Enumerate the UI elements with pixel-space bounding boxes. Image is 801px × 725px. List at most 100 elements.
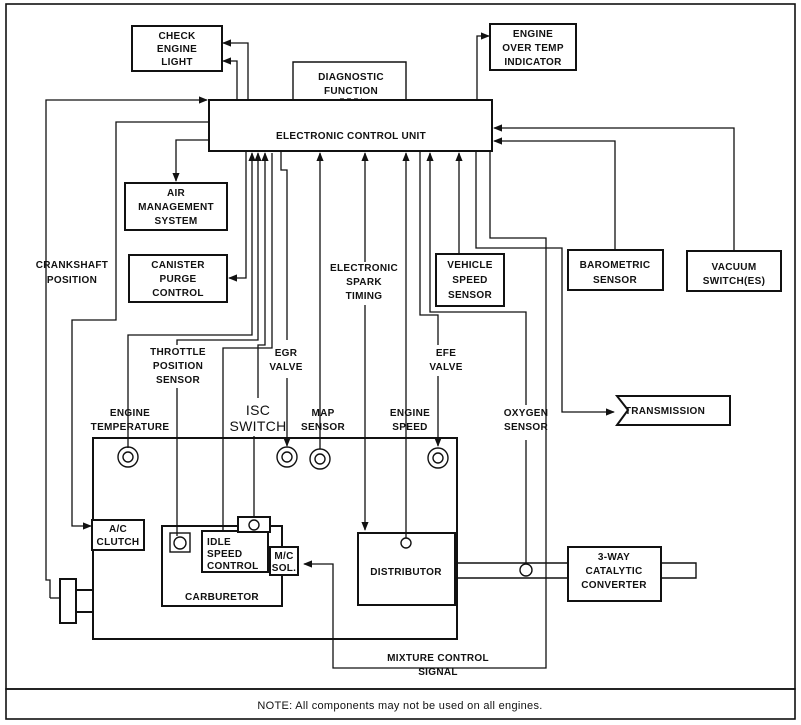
idle-speed-label-2: SPEED	[207, 549, 242, 560]
spark-label-1: ELECTRONIC	[330, 263, 398, 274]
vacuum-switch-box	[686, 250, 782, 292]
throttle-sensor-port	[169, 532, 191, 553]
air-mgmt-label-1: AIR	[167, 188, 186, 199]
check-engine-label-1: CHECK	[158, 31, 196, 42]
vacuum-label-1: VACUUM	[712, 262, 757, 273]
crank-pulley-hub	[75, 589, 94, 613]
air-mgmt-label-2: MANAGEMENT	[138, 202, 214, 213]
canister-label-3: CONTROL	[152, 288, 204, 299]
diagnostic-label-1: DIAGNOSTIC	[318, 72, 384, 83]
transmission-label: TRANSMISSION	[625, 406, 705, 417]
map-label-2: SENSOR	[301, 422, 346, 433]
wire-isc-switch	[253, 153, 265, 517]
carburetor-label: CARBURETOR	[185, 592, 259, 603]
footnote: NOTE: All components may not be used on …	[257, 700, 542, 712]
canister-label-1: CANISTER	[151, 260, 205, 271]
idle-speed-control-box	[201, 530, 269, 573]
vehicle-speed-sensor-box	[435, 253, 505, 307]
catalytic-converter-box	[567, 546, 662, 602]
wire-efe-valve	[419, 151, 438, 446]
engine-temp-label-2: TEMPERATURE	[91, 422, 170, 433]
wire-ecu-canister	[228, 151, 247, 282]
barometric-label-1: BAROMETRIC	[580, 260, 651, 271]
barometric-label-2: SENSOR	[593, 275, 638, 286]
canister-purge-box	[128, 254, 228, 303]
engine-speed-label-1: ENGINE	[390, 408, 430, 419]
vehicle-speed-label-1: VEHICLE	[447, 260, 492, 271]
check-engine-light-box	[131, 25, 223, 72]
air-management-box	[124, 182, 228, 231]
distributor-label: DISTRIBUTOR	[370, 567, 442, 578]
mc-sol-label-2: SOL.	[272, 563, 297, 574]
engine-temp-label-1: ENGINE	[110, 408, 150, 419]
over-temp-label-3: INDICATOR	[504, 57, 562, 68]
mc-solenoid-box	[269, 546, 299, 576]
barometric-sensor-box	[567, 249, 664, 291]
ac-clutch-label-1: A/C	[109, 524, 127, 535]
map-label-1: MAP	[311, 408, 334, 419]
wire-ecu-check-engine-1	[222, 39, 249, 100]
oxygen-label-1: OXYGEN	[504, 408, 549, 419]
ac-clutch-label-2: CLUTCH	[97, 537, 140, 548]
ecu-label: ELECTRONIC CONTROL UNIT	[276, 131, 426, 142]
throttle-sensor-dot	[173, 536, 187, 550]
efe-port-inner	[432, 452, 444, 464]
spark-label-3: TIMING	[346, 291, 383, 302]
wire-ecu-ac-clutch	[71, 121, 209, 530]
wire-barometric	[493, 137, 616, 250]
egr-label-1: EGR	[275, 348, 298, 359]
wire-ecu-check-engine-2	[222, 57, 238, 100]
diagnostic-label-2: FUNCTION	[324, 86, 378, 97]
mixture-label-1: MIXTURE CONTROL	[387, 653, 489, 664]
egr-label-2: VALVE	[269, 362, 302, 373]
idle-speed-label-3: CONTROL	[207, 561, 259, 572]
mc-sol-label-1: M/C	[274, 551, 293, 562]
exhaust-pipe	[455, 562, 568, 579]
isc-label-2: SWITCH	[229, 418, 286, 434]
map-port-inner	[314, 453, 326, 465]
check-engine-label-3: LIGHT	[161, 57, 193, 68]
catalytic-label-3: CONVERTER	[581, 580, 647, 591]
spark-label-2: SPARK	[346, 277, 382, 288]
vehicle-speed-label-3: SENSOR	[448, 290, 493, 301]
air-mgmt-label-3: SYSTEM	[155, 216, 198, 227]
check-engine-label-2: ENGINE	[157, 44, 197, 55]
wire-mixture-control	[303, 151, 547, 669]
crank-pulley-flange	[59, 578, 77, 624]
crankshaft-label-2: POSITION	[47, 275, 97, 286]
throttle-label-3: SENSOR	[156, 375, 201, 386]
diagnostic-function-outline	[292, 61, 407, 100]
wire-transmission	[475, 151, 615, 416]
note-frame	[5, 688, 796, 720]
wire-ecu-over-temp	[476, 32, 490, 100]
wire-throttle-position	[176, 153, 258, 536]
over-temp-label-2: OVER TEMP	[502, 43, 564, 54]
tailpipe	[661, 562, 697, 579]
throttle-label-1: THROTTLE	[150, 347, 206, 358]
wire-crankshaft-position	[45, 96, 208, 598]
catalytic-label-1: 3-WAY	[598, 552, 630, 563]
efe-label-1: EFE	[436, 348, 456, 359]
isc-switch-dot	[248, 519, 260, 531]
efe-label-2: VALVE	[429, 362, 462, 373]
canister-label-2: PURGE	[159, 274, 196, 285]
vehicle-speed-label-2: SPEED	[452, 275, 487, 286]
crankshaft-label-1: CRANKSHAFT	[36, 260, 108, 271]
engine-speed-label-2: SPEED	[392, 422, 427, 433]
isc-label-1: ISC	[246, 402, 270, 418]
wire-engine-temp	[127, 152, 256, 448]
over-temp-label-1: ENGINE	[513, 29, 553, 40]
oxygen-sensor-port	[519, 563, 533, 577]
ac-clutch-box	[91, 519, 145, 551]
vacuum-label-2: SWITCH(ES)	[703, 276, 765, 287]
idle-speed-label-1: IDLE	[207, 537, 231, 548]
transmission-shape	[614, 395, 731, 426]
ecu-box	[208, 99, 493, 152]
wire-idle-speed-control	[222, 153, 273, 531]
egr-port-inner	[281, 451, 293, 463]
wire-egr-valve	[281, 151, 287, 446]
catalytic-label-2: CATALYTIC	[586, 566, 643, 577]
mixture-label-2: SIGNAL	[418, 667, 458, 678]
oxygen-label-2: SENSOR	[504, 422, 549, 433]
